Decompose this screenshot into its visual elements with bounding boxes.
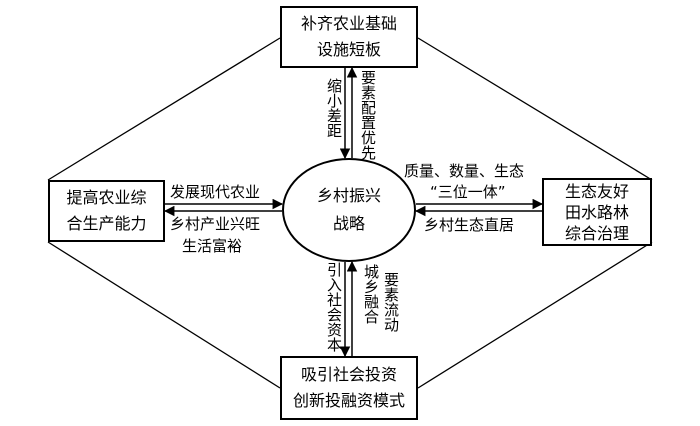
right-box-line1: 生态友好 bbox=[564, 181, 629, 201]
label-bottom-right: 要素流动 bbox=[382, 272, 400, 332]
label-top-left: 缩小差距 bbox=[325, 78, 343, 138]
bottom-box: 吸引社会投资 创新投融资模式 bbox=[280, 356, 418, 420]
center-line1: 乡村振兴 bbox=[316, 186, 381, 205]
center-line2: 战略 bbox=[332, 214, 365, 233]
right-box-line2: 田水路林 bbox=[564, 202, 629, 222]
label-bottom-mid: 城乡融合 bbox=[362, 264, 380, 324]
label-right-top-1: 质量、数量、生态 bbox=[404, 162, 525, 180]
label-right-top-2: “三位一体” bbox=[430, 183, 506, 201]
center-ellipse: 乡村振兴 战略 bbox=[282, 158, 416, 262]
connector-top-left bbox=[47, 37, 281, 181]
right-box-line3: 综合治理 bbox=[564, 223, 629, 243]
label-left-bottom-1: 乡村产业兴旺 bbox=[170, 215, 261, 233]
label-top-right: 要素配置优先 bbox=[359, 70, 377, 160]
connector-top-right bbox=[417, 37, 653, 181]
connector-bottom-right bbox=[417, 241, 653, 389]
right-box: 生态友好 田水路林 综合治理 bbox=[542, 178, 652, 246]
top-box: 补齐农业基础 设施短板 bbox=[280, 6, 418, 68]
left-box: 提高农业综 合生产能力 bbox=[48, 180, 165, 242]
label-left-bottom-2: 生活富裕 bbox=[182, 237, 243, 255]
label-right-bottom: 乡村生态直居 bbox=[424, 216, 515, 234]
bottom-box-line1: 吸引社会投资 bbox=[300, 365, 397, 384]
bottom-box-line2: 创新投融资模式 bbox=[292, 391, 405, 410]
left-box-line1: 提高农业综 bbox=[66, 188, 147, 207]
top-box-line1: 补齐农业基础 bbox=[300, 14, 397, 33]
connector-bottom-left bbox=[47, 241, 281, 389]
left-box-line2: 合生产能力 bbox=[66, 214, 147, 233]
label-bottom-left: 引入社会资本 bbox=[325, 262, 343, 352]
top-box-line2: 设施短板 bbox=[316, 40, 381, 59]
label-left-top: 发展现代农业 bbox=[170, 183, 261, 201]
